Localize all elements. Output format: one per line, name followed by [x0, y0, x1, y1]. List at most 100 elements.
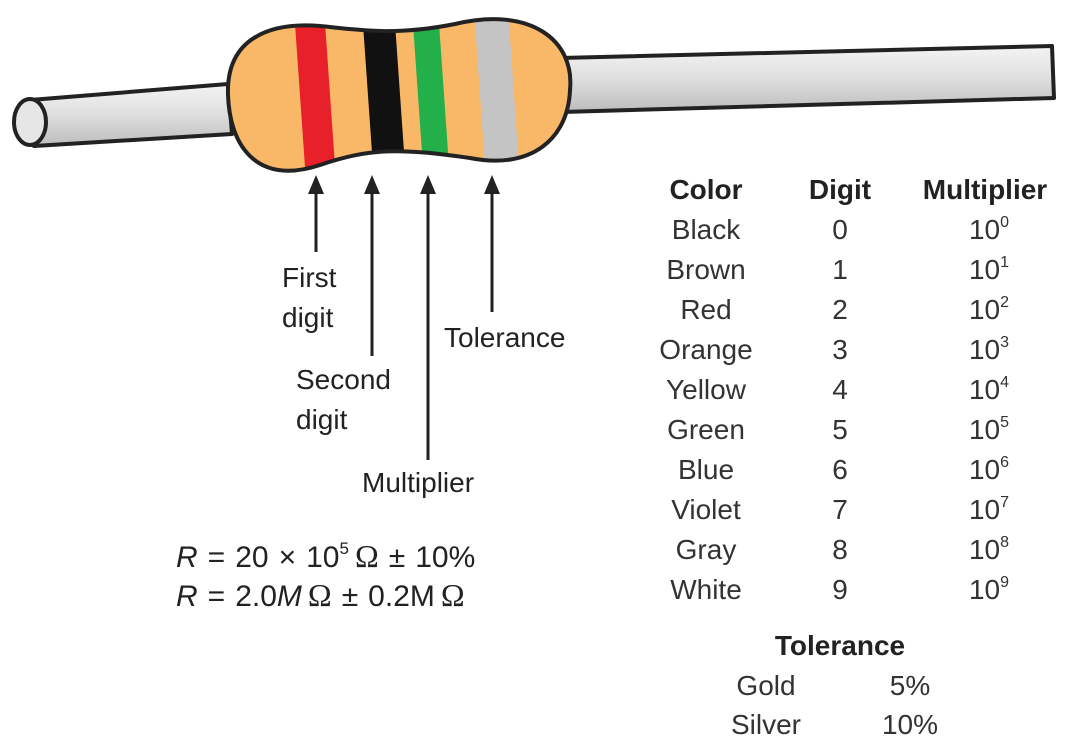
color-table-cell-digit: 2 — [832, 294, 848, 325]
color-table-cell-color: Green — [667, 414, 745, 445]
formula-2-value: 2.0 — [235, 580, 277, 613]
color-table-cell-multiplier: 103 — [910, 330, 1060, 370]
band-multiplier-green — [411, 19, 452, 171]
formula-1-exponent: 5 — [339, 539, 349, 558]
callout-second-digit: Second digit — [296, 360, 391, 440]
multiplier-exponent: 9 — [1000, 574, 1010, 591]
multiplier-power: 102 — [969, 294, 1009, 325]
color-table-header-multiplier: Multiplier — [922, 174, 1048, 205]
arrow-multiplier — [420, 175, 436, 460]
multiplier-power: 109 — [969, 574, 1009, 605]
color-table-cell-color: Blue — [677, 454, 735, 485]
multiplier-base: 10 — [968, 534, 1001, 565]
color-table-cell-multiplier: 108 — [910, 530, 1060, 570]
color-table-cell-multiplier: 106 — [910, 450, 1060, 490]
multiplier-power: 107 — [969, 494, 1009, 525]
multiplier-base: 10 — [968, 414, 1001, 445]
formula-2-equals: = — [207, 580, 226, 613]
color-table-cell-digit: 7 — [832, 494, 848, 525]
color-table-cell-multiplier: 107 — [910, 490, 1060, 530]
band-tolerance-gray — [473, 19, 522, 171]
arrow-tolerance — [484, 175, 500, 312]
formula-1-base: 10 — [306, 541, 340, 574]
color-table-cell-color: Black — [671, 214, 741, 245]
color-table-cell-multiplier: 104 — [910, 370, 1060, 410]
formula-1-number: 20 — [235, 541, 269, 574]
multiplier-power: 104 — [969, 374, 1009, 405]
callout-multiplier: Multiplier — [362, 467, 475, 498]
formula-2-variable: R — [176, 580, 198, 613]
multiplier-base: 10 — [968, 334, 1001, 365]
formula-2-tolerance: 0.2M — [368, 580, 435, 613]
band-first-digit-red — [293, 19, 338, 171]
multiplier-exponent: 2 — [1000, 294, 1010, 311]
multiplier-power: 101 — [969, 254, 1009, 285]
right-lead-wire — [558, 44, 1056, 114]
multiplier-power: 108 — [969, 534, 1009, 565]
color-table-cell-color: Yellow — [666, 374, 746, 405]
formula-1-plus-minus: ± — [388, 541, 406, 574]
color-table-cell-color: White — [670, 574, 742, 605]
multiplier-base: 10 — [968, 374, 1001, 405]
arrow-second-digit — [364, 175, 380, 356]
multiplier-base: 10 — [968, 294, 1001, 325]
multiplier-power: 105 — [969, 414, 1009, 445]
formula-2-plus-minus: ± — [341, 580, 359, 613]
callout-second-digit-line1: Second — [296, 364, 391, 395]
multiplier-base: 10 — [968, 574, 1001, 605]
color-table-cell-multiplier: 109 — [910, 570, 1060, 610]
formula-1-times: × — [278, 541, 297, 574]
multiplier-exponent: 3 — [1000, 334, 1010, 351]
multiplier-base: 10 — [968, 454, 1001, 485]
color-table-cell-digit: 1 — [832, 254, 848, 285]
resistor-body — [225, 17, 573, 173]
callout-first-digit-line2: digit — [282, 302, 334, 333]
multiplier-exponent: 5 — [1000, 414, 1010, 431]
multiplier-exponent: 7 — [1000, 494, 1010, 511]
color-table-cell-color: Gray — [675, 534, 737, 565]
callout-first-digit-line1: First — [282, 262, 337, 293]
color-table-header-digit: Digit — [808, 174, 872, 205]
tolerance-row-silver-name: Silver — [730, 709, 801, 740]
formula-2-ohm: Ω — [307, 577, 332, 613]
formula-1-ohm: Ω — [354, 538, 379, 574]
color-table-cell-multiplier: 102 — [910, 290, 1060, 330]
multiplier-power: 100 — [969, 214, 1009, 245]
callout-second-digit-line2: digit — [296, 404, 348, 435]
multiplier-power: 103 — [969, 334, 1009, 365]
tolerance-row-gold-value: 5% — [889, 670, 931, 701]
formula-2-unit: M — [276, 580, 302, 613]
callout-tolerance: Tolerance — [444, 322, 566, 353]
color-table-cell-color: Red — [680, 294, 732, 325]
formula-1-variable: R — [176, 541, 198, 574]
multiplier-power: 106 — [969, 454, 1009, 485]
color-table-cell-digit: 8 — [832, 534, 848, 565]
arrow-first-digit — [308, 175, 324, 252]
multiplier-exponent: 4 — [1000, 374, 1010, 391]
formula-1-tolerance: 10% — [415, 541, 476, 574]
color-table-cell-digit: 3 — [832, 334, 848, 365]
color-table-cell-color: Brown — [666, 254, 746, 285]
color-table-cell-color: Orange — [659, 334, 753, 365]
tolerance-row-silver-value: 10% — [881, 709, 939, 740]
color-table-cell-multiplier: 105 — [910, 410, 1060, 450]
formula-1-equals: = — [207, 541, 226, 574]
multiplier-exponent: 6 — [1000, 454, 1010, 471]
multiplier-exponent: 1 — [1000, 254, 1010, 271]
callout-first-digit: First digit — [282, 258, 336, 338]
color-table-cell-digit: 9 — [832, 574, 848, 605]
color-table-cell-digit: 0 — [832, 214, 848, 245]
multiplier-base: 10 — [968, 254, 1001, 285]
color-table-cell-multiplier: 101 — [910, 250, 1060, 290]
tolerance-table-header: Tolerance — [774, 630, 906, 661]
color-table-cell-color: Violet — [671, 494, 741, 525]
color-table-header-color: Color — [669, 174, 743, 205]
color-table-cell-digit: 5 — [832, 414, 848, 445]
formula-2-ohm-2: Ω — [440, 577, 465, 613]
multiplier-exponent: 0 — [1000, 214, 1010, 231]
color-table-cell-multiplier: 100 — [910, 210, 1060, 250]
multiplier-base: 10 — [968, 214, 1001, 245]
